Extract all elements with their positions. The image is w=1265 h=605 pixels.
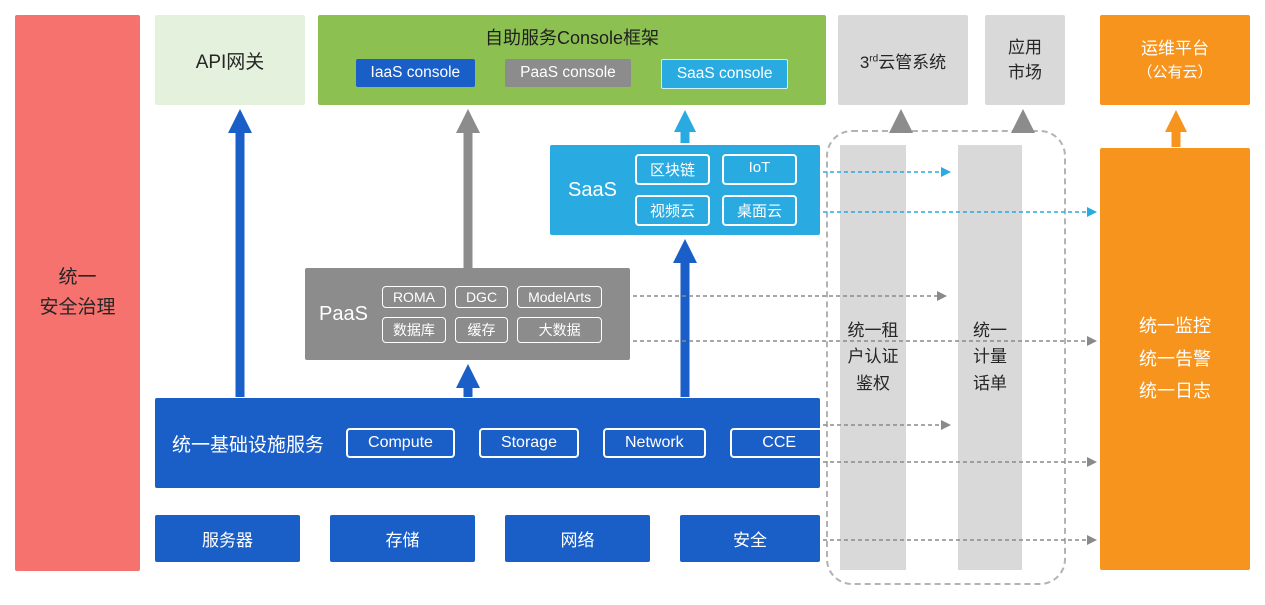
metering-line1: 统一 <box>973 320 1007 340</box>
saas-label: SaaS <box>568 178 617 201</box>
third-party-cloud-mgmt-box: 3rd云管系统 <box>838 15 968 105</box>
console-frame-box: 自助服务Console框架 IaaS console PaaS console … <box>318 15 826 105</box>
tenant-auth-line3: 鉴权 <box>856 373 890 393</box>
saas-box: SaaS 区块链 IoT 视频云 桌面云 <box>550 145 820 235</box>
security-governance-line1: 统一 <box>58 266 97 288</box>
infra-box-server: 服务器 <box>155 515 300 562</box>
iaas-chip-compute: Compute <box>346 428 455 458</box>
paas-chip-bigdata: 大数据 <box>517 316 603 343</box>
ops-line-monitoring: 统一监控 <box>1139 316 1211 337</box>
iaas-chip-network: Network <box>602 428 706 458</box>
paas-chip-database: 数据库 <box>381 316 446 343</box>
paas-chip-grid: ROMA DGC ModelArts 数据库 缓存 大数据 <box>381 285 603 343</box>
saas-chip-desktop-cloud: 桌面云 <box>721 195 797 226</box>
console-button-row: IaaS console PaaS console SaaS console <box>355 59 789 89</box>
saas-chip-iot: IoT <box>721 154 797 185</box>
saas-chip-grid: 区块链 IoT 视频云 桌面云 <box>634 154 797 226</box>
paas-chip-cache: 缓存 <box>454 316 509 343</box>
saas-chip-video-cloud: 视频云 <box>634 195 710 226</box>
iaas-console-button: IaaS console <box>355 59 476 87</box>
ops-monitoring-box: 统一监控 统一告警 统一日志 <box>1100 148 1250 570</box>
infra-box-security: 安全 <box>680 515 820 562</box>
metering-line3: 话单 <box>973 373 1007 393</box>
paas-box: PaaS ROMA DGC ModelArts 数据库 缓存 大数据 <box>305 268 630 360</box>
ops-line-alerting: 统一告警 <box>1139 348 1211 369</box>
infra-box-network: 网络 <box>505 515 650 562</box>
metering-line2: 计量 <box>973 347 1007 367</box>
security-governance-bar: 统一 安全治理 <box>15 15 140 571</box>
ops-line-logging: 统一日志 <box>1139 381 1211 402</box>
paas-chip-dgc: DGC <box>454 285 509 308</box>
paas-console-button: PaaS console <box>505 59 631 87</box>
saas-console-button: SaaS console <box>660 59 789 89</box>
om-platform-box: 运维平台 （公有云） <box>1100 15 1250 105</box>
infra-box-storage: 存储 <box>330 515 475 562</box>
tenant-auth-bar: 统一租 户认证 鉴权 <box>840 145 906 570</box>
saas-chip-blockchain: 区块链 <box>634 154 710 185</box>
om-platform-line2: （公有云） <box>1137 63 1213 81</box>
app-market-box: 应用 市场 <box>985 15 1065 105</box>
iaas-box: 统一基础设施服务 Compute Storage Network CCE <box>155 398 829 488</box>
paas-chip-roma: ROMA <box>381 285 446 308</box>
app-market-line2: 市场 <box>1008 63 1042 82</box>
iaas-label: 统一基础设施服务 <box>172 434 325 456</box>
api-gateway-box: API网关 <box>155 15 305 105</box>
paas-chip-modelarts: ModelArts <box>517 285 603 308</box>
iaas-chip-cce: CCE <box>729 428 829 458</box>
common-services-dashed-container <box>826 130 1066 585</box>
tenant-auth-line2: 户认证 <box>847 347 899 367</box>
iaas-chip-row: Compute Storage Network CCE <box>346 428 829 458</box>
app-market-line1: 应用 <box>1008 37 1042 57</box>
om-platform-line1: 运维平台 <box>1141 39 1209 58</box>
iaas-chip-storage: Storage <box>478 428 579 458</box>
api-gateway-label: API网关 <box>195 51 265 73</box>
third-party-cloud-mgmt-label: 3rd云管系统 <box>859 52 947 72</box>
tenant-auth-line1: 统一租 <box>847 320 899 340</box>
paas-label: PaaS <box>319 302 368 325</box>
metering-bar: 统一 计量 话单 <box>958 145 1022 570</box>
console-frame-title: 自助服务Console框架 <box>484 28 660 48</box>
security-governance-line2: 安全治理 <box>39 297 116 318</box>
